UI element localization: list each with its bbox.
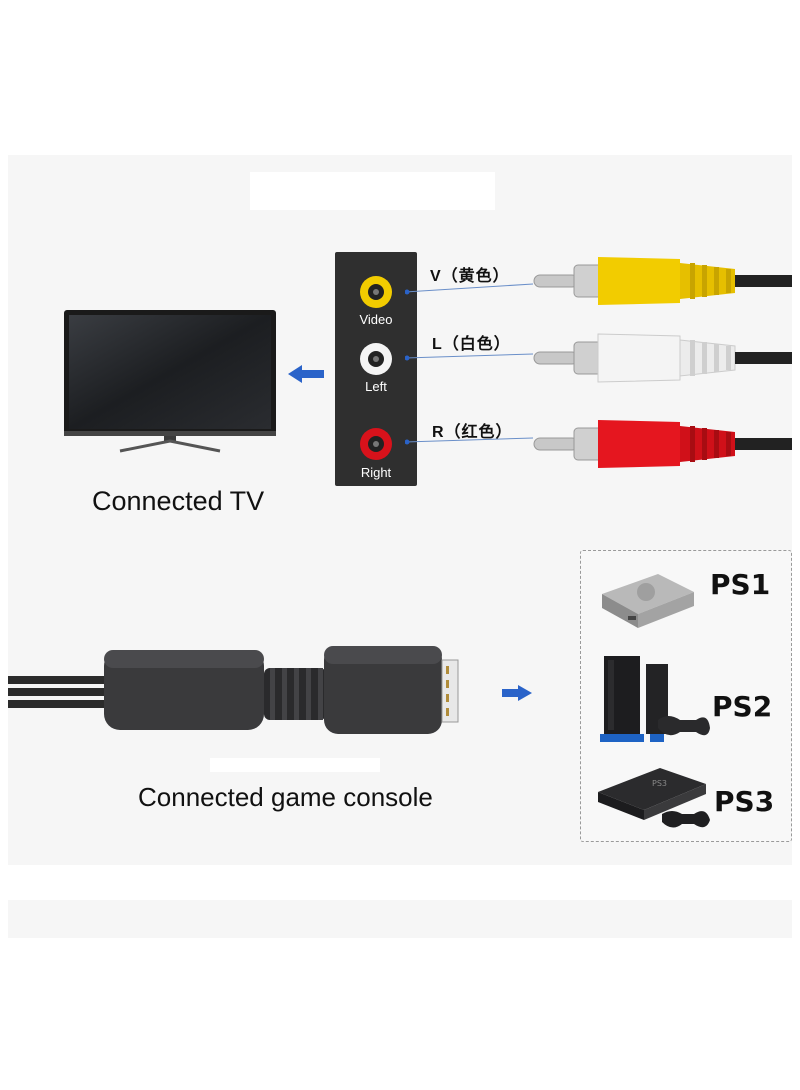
svg-text:PS3: PS3 bbox=[652, 779, 667, 788]
av-jack-panel: Video Left Right bbox=[335, 252, 417, 486]
ps2-label: PS2 bbox=[712, 690, 773, 723]
ps3-label: PS3 bbox=[714, 785, 775, 818]
console-caption: Connected game console bbox=[138, 782, 433, 812]
arrow-to-tv-icon bbox=[288, 365, 324, 383]
white-rca-plug-icon bbox=[533, 333, 792, 383]
footer-band bbox=[8, 900, 792, 938]
ps3-console-icon: PS3 bbox=[598, 768, 710, 828]
video-plug-label: V（黄色） bbox=[430, 268, 510, 285]
tv-caption: Connected TV bbox=[92, 486, 265, 516]
right-jack-label: Right bbox=[360, 465, 392, 480]
left-plug-label: L（白色） bbox=[432, 336, 511, 353]
arrow-to-consoles-icon bbox=[502, 685, 532, 701]
right-audio-jack-icon bbox=[360, 428, 392, 460]
blank-strip bbox=[210, 758, 380, 772]
red-rca-plug-icon bbox=[533, 420, 792, 468]
yellow-rca-plug-icon bbox=[533, 257, 792, 305]
ps1-label: PS1 bbox=[710, 568, 771, 601]
video-jack-icon bbox=[360, 276, 392, 308]
left-audio-jack-icon bbox=[360, 343, 392, 375]
leader-lines bbox=[405, 283, 534, 445]
blank-banner bbox=[250, 172, 495, 210]
left-jack-label: Left bbox=[365, 379, 387, 394]
ps2-console-icon bbox=[600, 656, 710, 742]
video-jack-label: Video bbox=[359, 312, 393, 327]
tv-icon bbox=[64, 310, 276, 453]
ps1-console-icon bbox=[602, 574, 694, 628]
right-plug-label: R（红色） bbox=[432, 424, 513, 441]
multi-av-connector-icon bbox=[8, 646, 459, 734]
